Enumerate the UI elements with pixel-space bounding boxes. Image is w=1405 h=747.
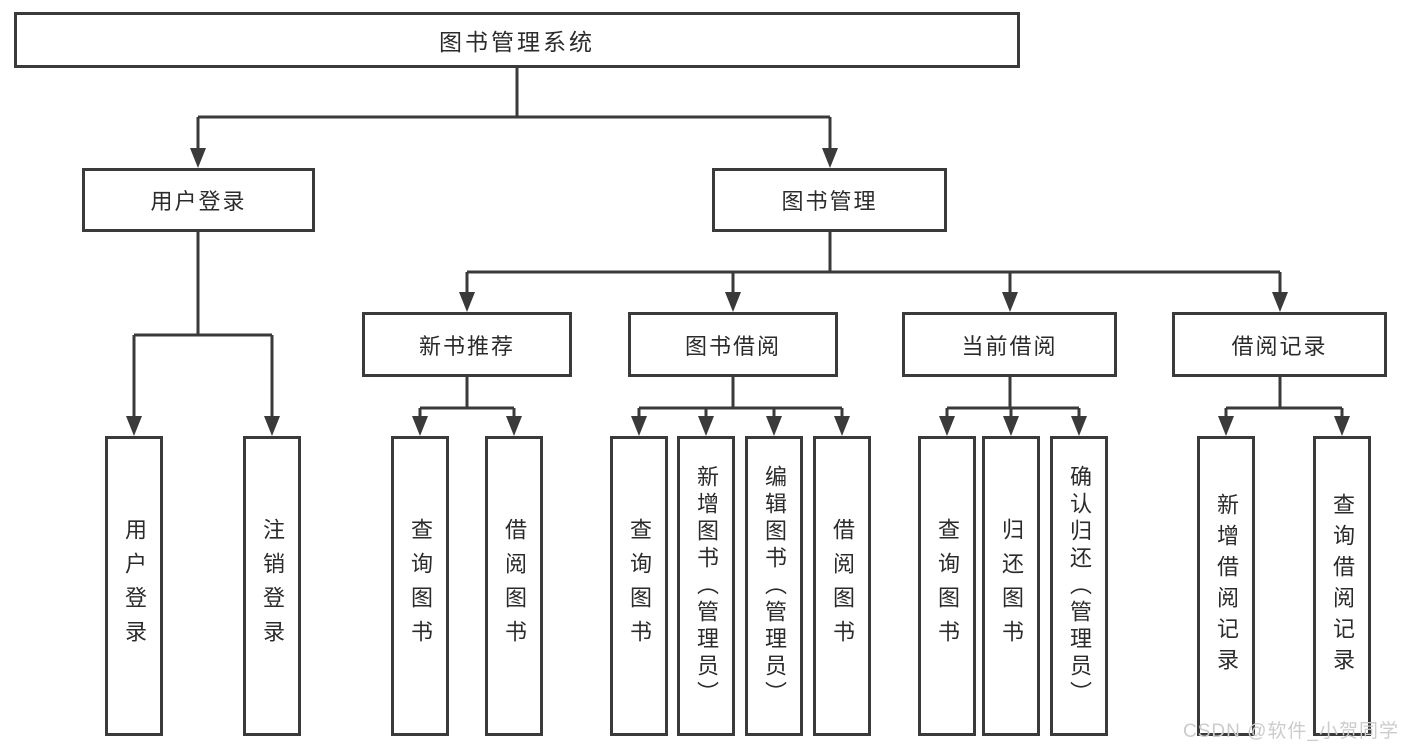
node-user-login: 用户登录 [82, 168, 315, 232]
leaf-query-books-2-label: 查询图书 [627, 518, 652, 654]
leaf-borrow-books-2: 借阅图书 [813, 436, 871, 736]
leaf-query-books-1: 查询图书 [391, 436, 449, 736]
leaf-add-book-admin-label: 新增图书（管理员） [694, 464, 719, 708]
node-new-book-recommend: 新书推荐 [362, 312, 572, 377]
leaf-add-borrow-record-label: 新增借阅记录 [1214, 493, 1239, 679]
leaf-query-books-3-label: 查询图书 [935, 518, 960, 654]
node-root-label: 图书管理系统 [439, 29, 595, 55]
leaf-user-login-label: 用户登录 [122, 518, 147, 654]
node-root: 图书管理系统 [14, 12, 1020, 68]
leaf-query-books-2: 查询图书 [610, 436, 668, 736]
node-book-borrow: 图书借阅 [628, 312, 838, 377]
node-user-login-label: 用户登录 [150, 189, 247, 214]
leaf-edit-book-admin-label: 编辑图书（管理员） [762, 464, 787, 708]
node-borrow-records: 借阅记录 [1172, 312, 1387, 377]
leaf-edit-book-admin: 编辑图书（管理员） [745, 436, 803, 736]
node-current-borrow: 当前借阅 [902, 312, 1117, 377]
node-borrow-records-label: 借阅记录 [1231, 333, 1328, 359]
leaf-query-books-3: 查询图书 [918, 436, 976, 736]
node-book-borrow-label: 图书借阅 [684, 333, 781, 359]
leaf-add-borrow-record: 新增借阅记录 [1197, 436, 1255, 736]
leaf-query-borrow-record: 查询借阅记录 [1313, 436, 1371, 736]
leaf-confirm-return-admin: 确认归还（管理员） [1050, 436, 1108, 736]
leaf-return-book-label: 归还图书 [999, 518, 1024, 654]
leaf-logout: 注销登录 [243, 436, 301, 736]
leaf-query-borrow-record-label: 查询借阅记录 [1330, 493, 1355, 679]
leaf-confirm-return-admin-label: 确认归还（管理员） [1067, 464, 1092, 708]
leaf-return-book: 归还图书 [982, 436, 1040, 736]
node-book-management: 图书管理 [712, 168, 947, 232]
node-current-borrow-label: 当前借阅 [961, 333, 1058, 359]
leaf-query-books-1-label: 查询图书 [408, 518, 433, 654]
node-new-book-recommend-label: 新书推荐 [418, 333, 515, 359]
leaf-user-login: 用户登录 [105, 436, 163, 736]
leaf-logout-label: 注销登录 [260, 518, 285, 654]
leaf-borrow-books-2-label: 借阅图书 [830, 518, 855, 654]
leaf-borrow-books-1: 借阅图书 [485, 436, 543, 736]
node-book-management-label: 图书管理 [781, 189, 878, 214]
watermark: CSDN @软件_小贺同学 [1183, 721, 1399, 742]
leaf-add-book-admin: 新增图书（管理员） [677, 436, 735, 736]
leaf-borrow-books-1-label: 借阅图书 [502, 518, 527, 654]
